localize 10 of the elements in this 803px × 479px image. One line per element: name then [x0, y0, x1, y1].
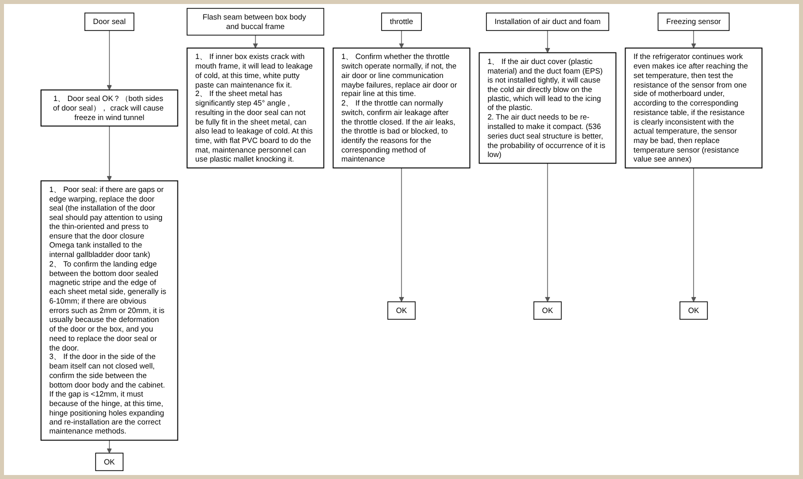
arrow: [252, 34, 258, 48]
arrow: [398, 168, 404, 302]
arrow: [106, 440, 112, 454]
arrow: [691, 30, 696, 48]
arrow: [544, 30, 550, 53]
arrow: [398, 30, 404, 48]
arrow: [106, 30, 112, 90]
arrow: [106, 126, 112, 182]
arrow: [544, 162, 550, 302]
arrow: [691, 168, 696, 302]
